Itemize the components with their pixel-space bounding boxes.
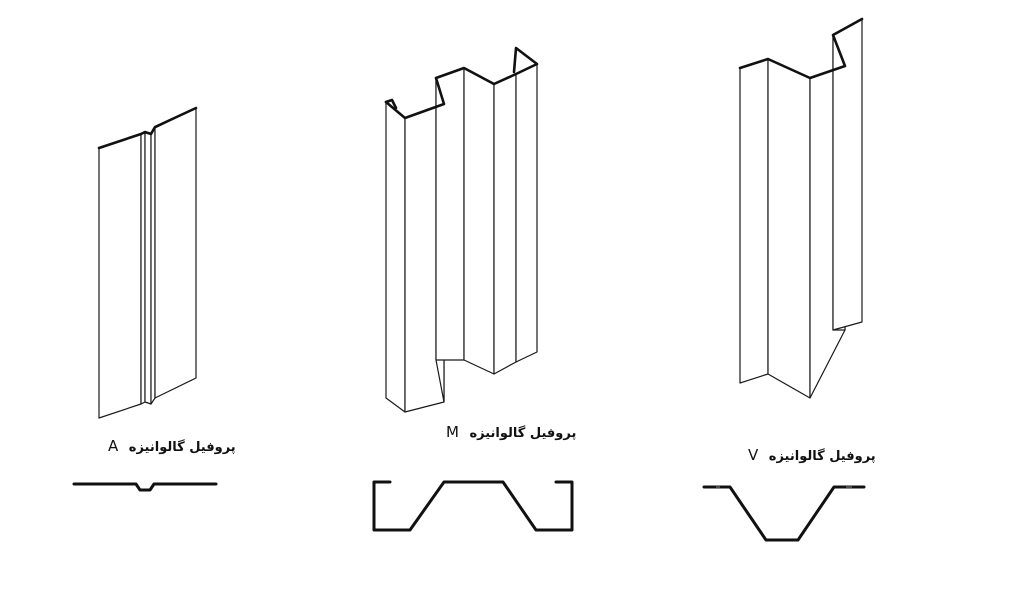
profile-a-label: پروفیل گالوانیزه (128, 440, 236, 455)
profile-m-caption: پروفیل گالوانیزه M (446, 423, 576, 441)
profile-v-letter: V (748, 446, 759, 464)
profile-a-section (72, 482, 218, 492)
profile-a-3d (97, 106, 198, 419)
profile-m-label: پروفیل گالوانیزه (469, 426, 577, 441)
profile-v-3d (738, 17, 864, 399)
profile-v-label: پروفیل گالوانیزه (768, 449, 876, 464)
profile-m-letter: M (446, 423, 459, 441)
profile-m-3d (384, 46, 539, 413)
profile-a-caption: پروفیل گالوانیزه A (108, 437, 236, 455)
profile-a-letter: A (108, 437, 119, 455)
profile-v-section (702, 485, 866, 542)
profile-v-caption: پروفیل گالوانیزه V (748, 446, 876, 464)
profile-m-section (372, 480, 574, 532)
